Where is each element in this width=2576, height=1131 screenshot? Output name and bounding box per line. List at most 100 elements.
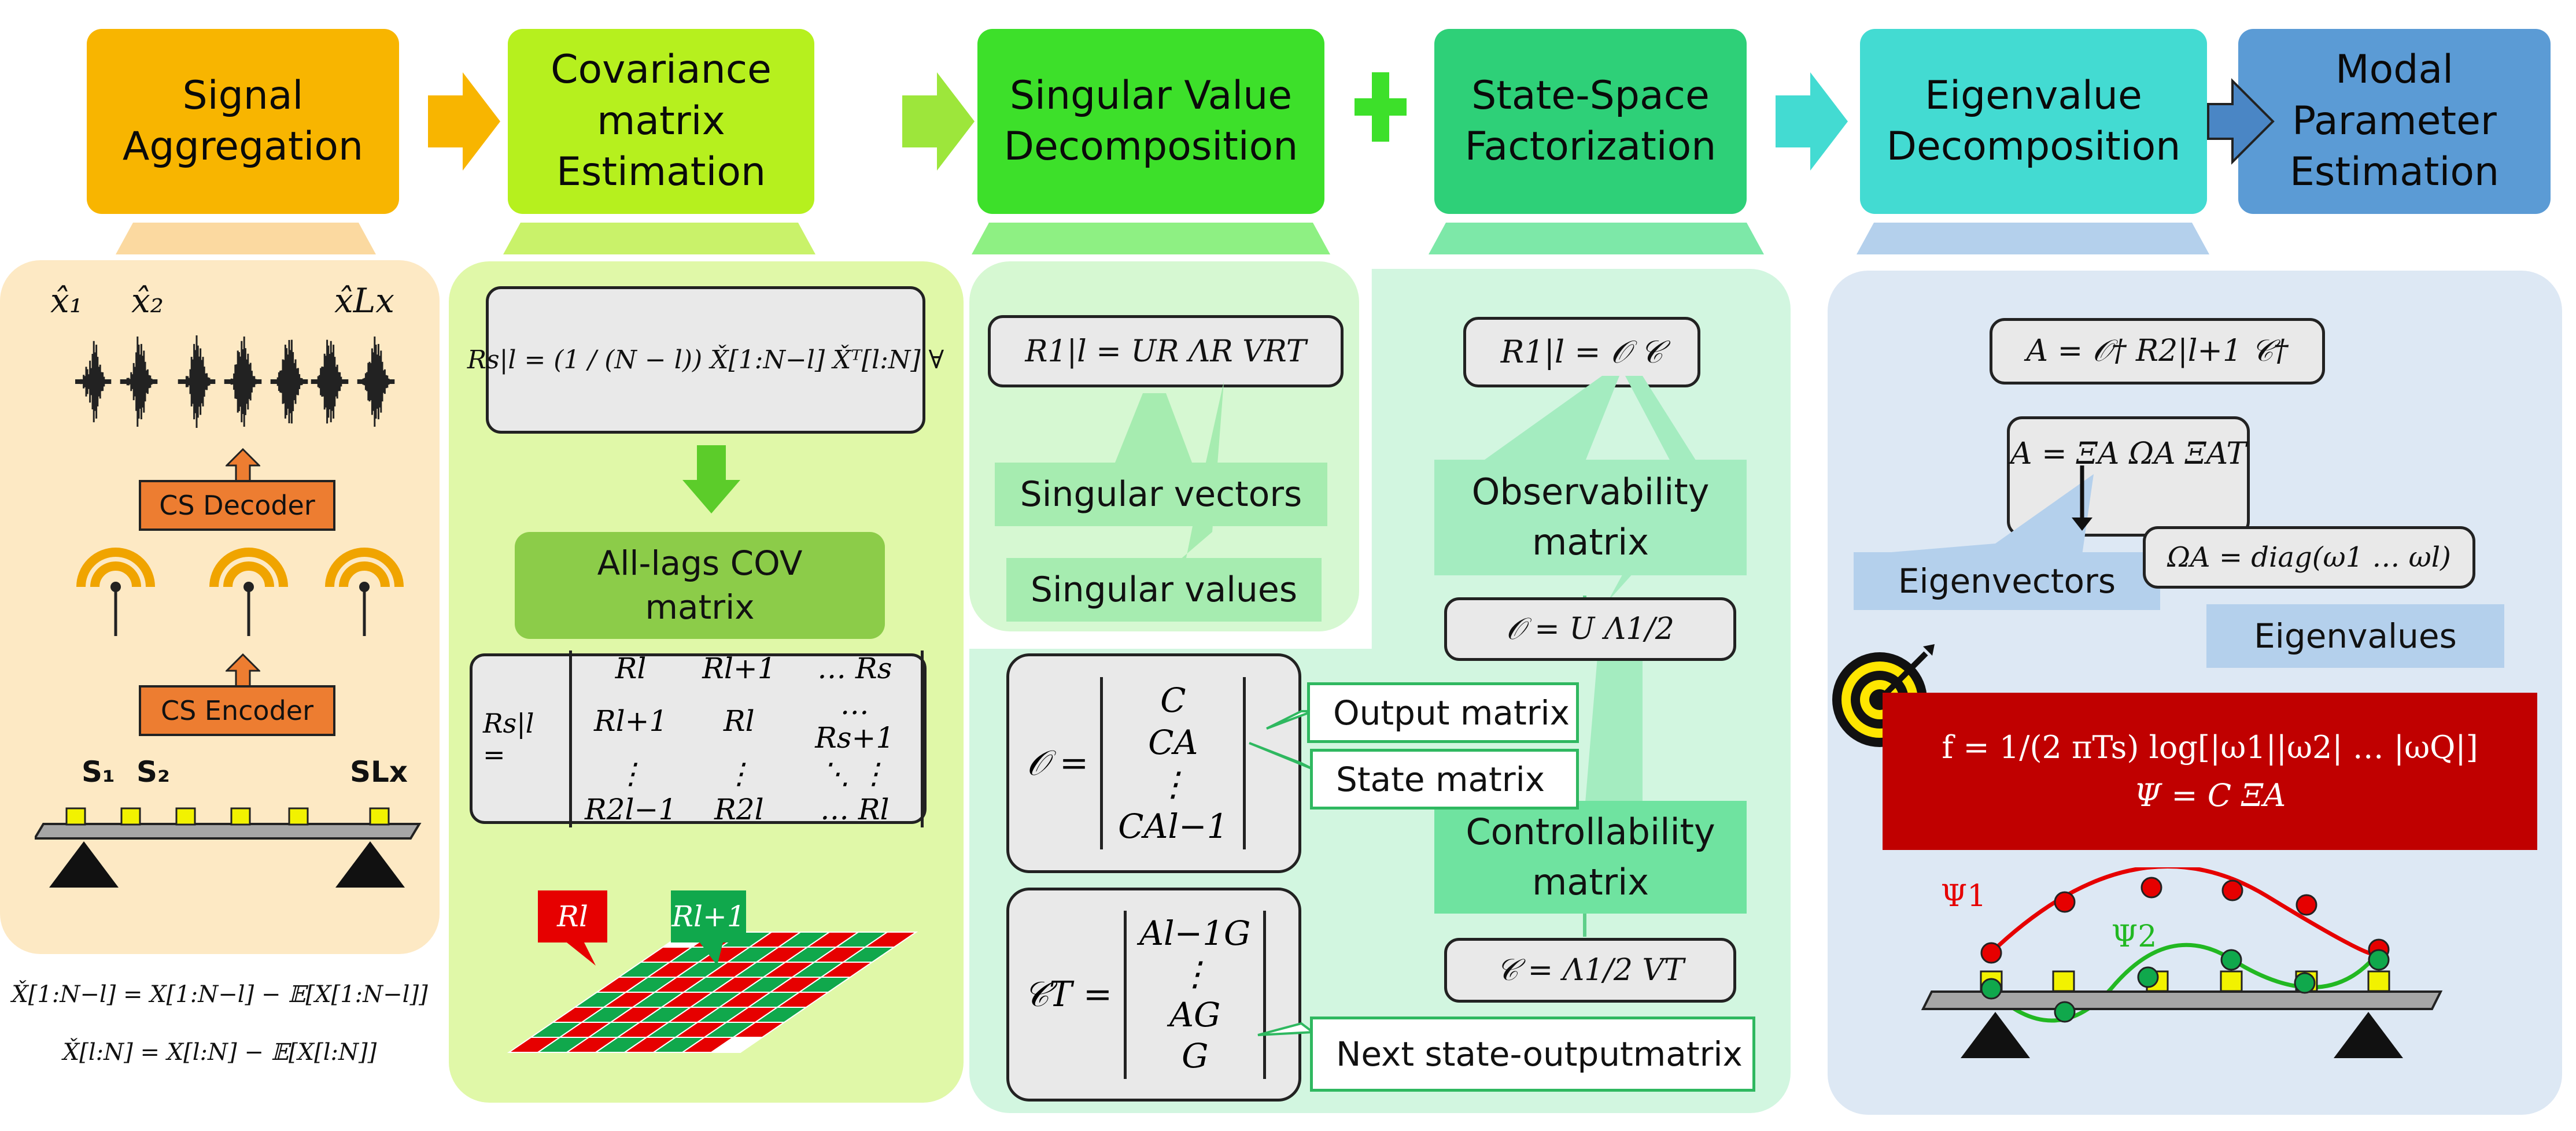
trapezoid-signal	[116, 223, 376, 254]
matrix-cell: AG	[1169, 995, 1221, 1034]
matrix-cell: G	[1182, 1036, 1209, 1075]
sensor-label-2: S₂	[136, 755, 170, 789]
observability-matrix-box: 𝒪 = C CA ⋮ CAl−1	[1006, 653, 1301, 873]
cs-decoder-box: CS Decoder	[139, 480, 335, 531]
header-connectors	[116, 72, 2275, 254]
signal-label-1: x̂₁	[50, 281, 83, 320]
matrix-cell: ⋮	[1156, 764, 1190, 804]
wifi-icon	[209, 548, 288, 636]
arrow-down-icon	[682, 445, 740, 513]
wireless-sensors	[76, 548, 404, 636]
callout-red-label: Rl	[557, 900, 588, 933]
matrix-cell: …Rs+1	[815, 687, 895, 755]
controllability-label: Controllability matrix	[1434, 801, 1747, 914]
cs-encoder-box: CS Encoder	[139, 685, 335, 736]
ssf-c-equation: 𝒞 = Λ1/2 VT	[1444, 938, 1736, 1003]
matrix-cell: … Rs	[817, 651, 892, 685]
matrix-cell: ⋮	[1178, 954, 1212, 994]
covariance-equation: Rs|l = (1 / (N − l)) X̌[1:N−l] X̌ᵀ[l:N] …	[467, 286, 944, 434]
arrow-icon	[902, 72, 975, 171]
mode-shape-illustration	[1921, 867, 2443, 1058]
wifi-icon	[76, 548, 155, 636]
evd-a-equation: A = 𝒪† R2|l+1 𝒞†	[1990, 318, 2325, 385]
block-matrix: Rl Rl+1 … Rs Rl+1 Rl …Rs+1 ⋮ ⋮ ⋱ ⋮ R2l−1…	[569, 650, 924, 827]
signal-label-2: x̂₂	[131, 281, 164, 320]
eigenvectors-label: Eigenvectors	[1854, 552, 2160, 610]
sensor-icon	[1980, 970, 2390, 992]
matrix-cell: ⋮	[724, 756, 754, 790]
controllability-matrix-box: 𝒞T = Al−1G ⋮ AG G	[1006, 888, 1301, 1102]
singular-vectors-label: Singular vectors	[995, 463, 1327, 526]
evd-pointer-shapes	[1857, 465, 2094, 555]
matrix-cell: Rl	[724, 704, 755, 738]
matrix-cell: C	[1160, 681, 1186, 720]
trapezoid-cov	[503, 223, 815, 254]
support-icon	[49, 841, 119, 888]
mode-1-curve	[1988, 867, 2379, 957]
matrix-cell: R2l	[714, 792, 764, 826]
ssf-r-equation: R1|l = 𝒪 𝒞	[1463, 317, 1700, 387]
covariance-grid-illustration	[507, 890, 918, 1053]
signal-label-lx: x̂Lx	[334, 281, 394, 320]
callout-green-shape	[671, 890, 746, 966]
mode-1-label: Ψ1	[1940, 879, 1987, 914]
mode-2-points	[1980, 949, 2390, 1023]
state-matrix-callout: State matrix	[1310, 749, 1579, 810]
stage-covariance-estimation: Covariance matrix Estimation	[508, 29, 814, 214]
matrix-cell: ⋮	[616, 756, 645, 790]
support-icon	[1961, 1012, 2030, 1058]
mode-1-points	[1980, 877, 2390, 964]
sensor-label-lx: SLx	[349, 755, 408, 789]
eigenvalues-label: Eigenvalues	[2206, 604, 2504, 668]
stage-signal-aggregation: Signal Aggregation	[87, 29, 399, 214]
matrix-cell: … Rl	[820, 792, 890, 826]
decoder-arrow	[226, 448, 260, 483]
signal-waveforms	[75, 335, 395, 428]
sensor-icon	[65, 807, 390, 826]
cov-down-arrow	[682, 445, 740, 513]
observability-label: Observability matrix	[1434, 460, 1747, 575]
support-icon	[335, 841, 405, 888]
block-matrix-box: Rs|l = Rl Rl+1 … Rs Rl+1 Rl …Rs+1 ⋮ ⋮ ⋱ …	[470, 650, 927, 827]
matrix-cell: ⋱ ⋮	[821, 756, 888, 790]
evd-omega-equation: ΩA = diag(ω1 … ωl)	[2143, 526, 2475, 589]
support-icon	[2334, 1012, 2403, 1058]
sensor-label-1: S₁	[82, 755, 115, 789]
c-matrix-lhs: 𝒞T =	[1024, 974, 1113, 1015]
trapezoid-ssf	[1429, 223, 1764, 254]
centering-formula-2: X̌[l:N] = X[l:N] − 𝔼[X[l:N]]	[62, 1039, 377, 1066]
callout-red-shape	[538, 890, 607, 966]
o-matrix-lhs: 𝒪 =	[1027, 743, 1089, 783]
matrix-cell: CAl−1	[1118, 806, 1228, 846]
matrix-cell: CA	[1148, 722, 1198, 762]
plus-icon	[1355, 72, 1407, 142]
trapezoid-svd	[972, 223, 1330, 254]
singular-values-label: Singular values	[1006, 558, 1322, 622]
stage-modal-parameter-estimation: Modal Parameter Estimation	[2238, 29, 2551, 214]
result-box: f = 1/(2 πTs) log[|ω1||ω2| … |ωQ|] Ψ = C…	[1883, 693, 2537, 850]
mode-2-label: Ψ2	[2111, 919, 2157, 954]
beam-structure-left	[35, 807, 422, 888]
covariance-cell	[863, 932, 918, 948]
encoder-arrow	[226, 653, 260, 688]
stage-eigenvalue-decomposition: Eigenvalue Decomposition	[1860, 29, 2207, 214]
stage-svd: Singular Value Decomposition	[977, 29, 1324, 214]
trapezoid-evd	[1857, 223, 2209, 254]
frequency-formula: f = 1/(2 πTs) log[|ω1||ω2| … |ωQ|]	[1942, 729, 2478, 766]
svd-equation: R1|l = UR ΛR VRT	[988, 315, 1344, 387]
wifi-icon	[325, 548, 404, 636]
arrow-icon	[428, 72, 500, 171]
next-state-output-callout: Next state-outputmatrix	[1310, 1017, 1755, 1092]
callout-green-label: Rl+1	[671, 900, 746, 933]
o-matrix-column: C CA ⋮ CAl−1	[1100, 677, 1246, 849]
arrow-icon	[1776, 72, 1848, 171]
output-matrix-callout: Output matrix	[1307, 682, 1579, 743]
arrow-up-icon	[226, 448, 260, 483]
centering-formula-1: X̌[1:N−l] = X[1:N−l] − 𝔼[X[1:N−l]]	[12, 981, 428, 1008]
arrow-up-icon	[226, 653, 260, 688]
c-matrix-column: Al−1G ⋮ AG G	[1124, 910, 1267, 1079]
matrix-cell: Rl+1	[593, 704, 668, 738]
matrix-cell: R2l−1	[585, 792, 677, 826]
stage-state-space-factorization: State-Space Factorization	[1434, 29, 1747, 214]
